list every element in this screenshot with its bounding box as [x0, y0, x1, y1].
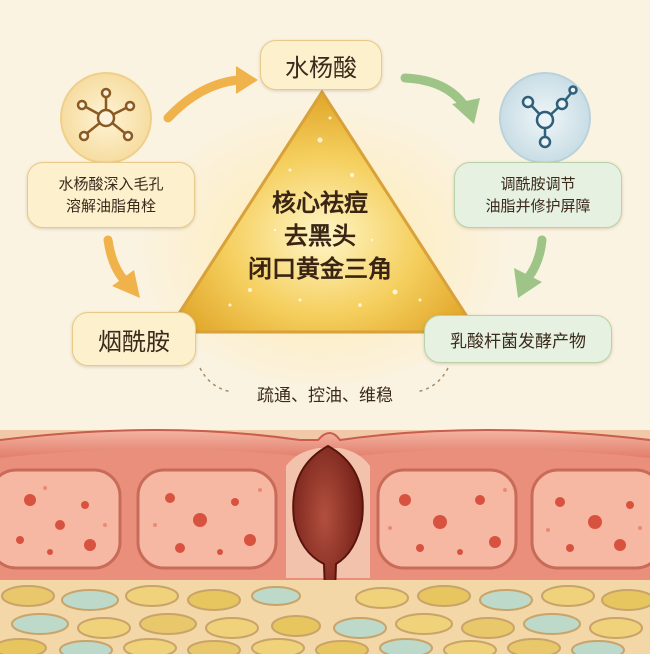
lactobacillus-label: 乳酸杆菌发酵产物 — [424, 315, 612, 363]
left-description: 水杨酸深入毛孔 溶解油脂角栓 — [27, 162, 195, 228]
triangle-sparkles — [228, 116, 422, 307]
arrow-desc-to-right-head — [514, 268, 542, 298]
skin-cross-section — [0, 429, 650, 654]
molecule-icon — [76, 87, 136, 142]
arrow-left-to-top — [163, 75, 243, 123]
arrow-desc-to-right — [523, 235, 547, 283]
dashed-arc-right — [415, 367, 449, 393]
bottom-caption: 疏通、控油、维稳 — [257, 386, 393, 406]
center-title: 核心祛痘 去黑头 闭口黄金三角 — [248, 188, 392, 283]
arrow-top-to-right-head — [452, 98, 480, 124]
right-description: 调酰胺调节 油脂并修护屏障 — [454, 162, 622, 228]
arrow-desc-to-left-head — [112, 270, 140, 298]
niacinamide-label: 烟酰胺 — [72, 312, 196, 366]
arrow-left-to-top-head — [236, 66, 258, 94]
arrow-desc-to-left — [103, 235, 131, 287]
salicylic-acid-label: 水杨酸 — [260, 40, 382, 90]
molecule-icon — [521, 85, 578, 149]
dashed-arc-left — [199, 367, 233, 393]
